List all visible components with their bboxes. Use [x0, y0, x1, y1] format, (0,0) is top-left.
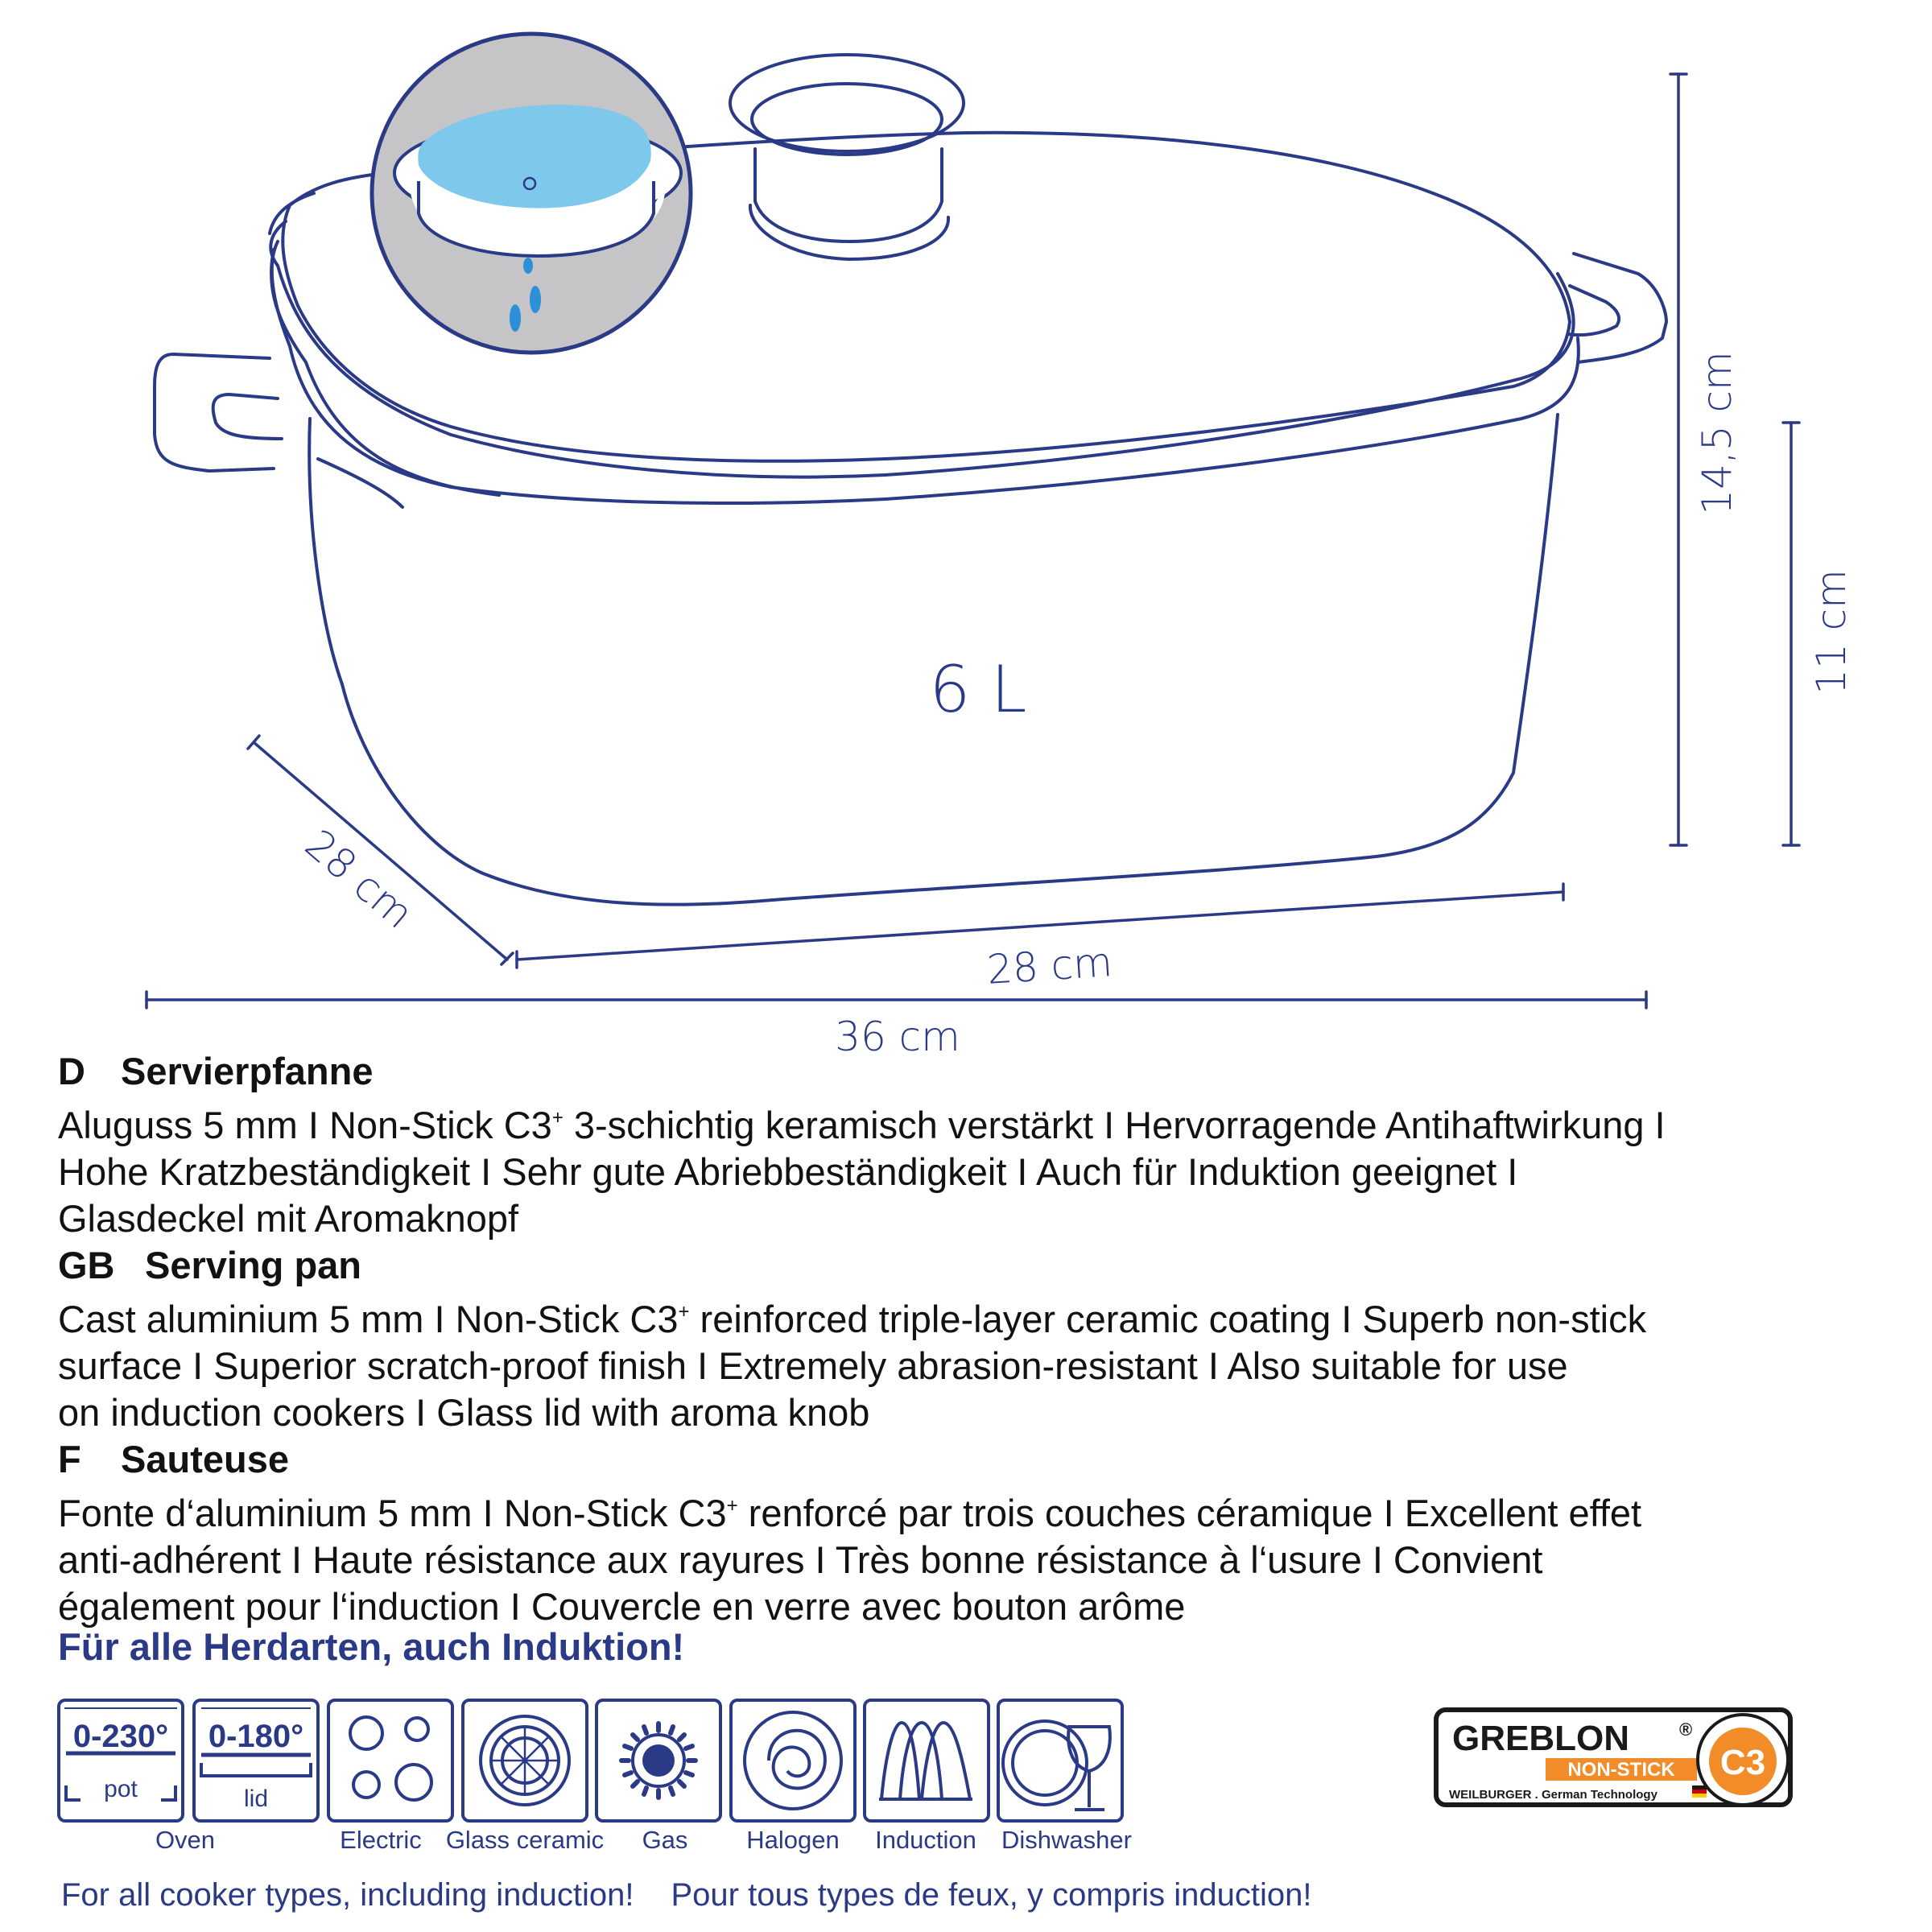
halogen-label: Halogen: [746, 1826, 840, 1854]
gas-label: Gas: [642, 1826, 688, 1854]
german-flag-icon: [1692, 1785, 1707, 1798]
greblon-grade: C3: [1720, 1743, 1765, 1782]
dim-height-body: 11 cm: [1808, 569, 1855, 695]
section-fr-line-2: anti-adhérent I Haute résistance aux ray…: [58, 1538, 1543, 1581]
oven-label: Oven: [155, 1826, 216, 1854]
capacity-label: 6 L: [930, 652, 1027, 727]
left-handle: [153, 353, 275, 473]
footer-en: For all cooker types, including inductio…: [61, 1877, 634, 1913]
dishwasher-label: Dishwasher: [1001, 1826, 1132, 1854]
product-description: D Servierpfanne Aluguss 5 mm I Non-Stick …: [58, 1048, 1901, 1630]
greblon-nonstick: NON-STICK: [1567, 1759, 1675, 1781]
section-de-line-1: Aluguss 5 mm I Non-Stick C3+ 3-schichtig…: [58, 1104, 1666, 1146]
pan-body: [308, 413, 1559, 906]
aroma-detail-magnifier: [369, 31, 693, 355]
section-code: F: [58, 1438, 81, 1480]
footer-multilingual: For all cooker types, including inductio…: [61, 1877, 1311, 1913]
dim-width-body: 28 cm: [985, 939, 1113, 993]
section-fr-line-3: également pour l‘induction I Couvercle e…: [58, 1585, 1186, 1628]
greblon-brand: GREBLON: [1452, 1719, 1629, 1758]
oven-pot-label: pot: [104, 1776, 138, 1802]
lid-rim: [270, 240, 1580, 505]
pan-illustration: 6 L 14,5 cm 11 cm 28 cm 28 cm 36 cm: [145, 31, 1855, 1060]
dim-width-total: 36 cm: [835, 1013, 960, 1060]
section-gb-line-2: surface I Superior scratch-proof finish …: [58, 1344, 1568, 1387]
induction-hob-icon: [863, 1699, 990, 1823]
section-de-line-2: Hohe Kratzbeständigkeit I Sehr gute Abri…: [58, 1150, 1518, 1193]
oven-lid-label: lid: [244, 1785, 268, 1812]
dim-depth: 28 cm: [296, 820, 422, 937]
section-de-line-3: Glasdeckel mit Aromaknopf: [58, 1197, 519, 1240]
section-de-heading: D Servierpfanne: [58, 1048, 1901, 1095]
glass-ceramic-hob-icon: [461, 1699, 588, 1823]
section-title: Serving pan: [145, 1244, 362, 1286]
oven-lid-temp: 0-180°: [208, 1719, 303, 1754]
cooker-types-title: Für alle Herdarten, auch Induktion!: [58, 1625, 685, 1668]
glass-ceramic-label: Glass ceramic: [445, 1826, 605, 1854]
oven-pot-temp: 0-230°: [73, 1719, 168, 1754]
right-handle: [1572, 252, 1668, 364]
section-fr-line-1: Fonte d‘aluminium 5 mm I Non-Stick C3+ r…: [58, 1492, 1642, 1534]
section-gb-line-3: on induction cookers I Glass lid with ar…: [58, 1391, 870, 1434]
dishwasher-safe-icon: [997, 1699, 1124, 1823]
dimension-lines: [145, 72, 1801, 1009]
lid-top: [281, 130, 1571, 463]
gas-burner-icon: [595, 1699, 722, 1823]
cooker-icons-row: 0-230° pot 0-180° lid: [57, 1699, 1124, 1823]
water-drop-icon: [510, 258, 541, 332]
greblon-maker: WEILBURGER . German Technology: [1449, 1788, 1658, 1802]
footer-fr: Pour tous types de feux, y compris induc…: [671, 1877, 1312, 1913]
electric-label: Electric: [340, 1826, 422, 1854]
oven-lid-icon: 0-180° lid: [192, 1699, 320, 1823]
halogen-hob-icon: [729, 1699, 857, 1823]
section-gb-heading: GB Serving pan: [58, 1242, 1901, 1289]
section-fr-heading: F Sauteuse: [58, 1436, 1901, 1483]
section-code: D: [58, 1050, 85, 1092]
electric-hob-icon: [327, 1699, 454, 1823]
oven-pot-icon: 0-230° pot: [57, 1699, 184, 1823]
aroma-knob: [729, 53, 965, 261]
greblon-c3-logo: GREBLON ® NON-STICK WEILBURGER . German …: [1434, 1707, 1793, 1807]
section-code: GB: [58, 1244, 115, 1286]
section-title: Servierpfanne: [121, 1050, 374, 1092]
section-title: Sauteuse: [121, 1438, 289, 1480]
greblon-registered: ®: [1679, 1719, 1692, 1740]
section-gb-line-1: Cast aluminium 5 mm I Non-Stick C3+ rein…: [58, 1298, 1647, 1340]
induction-label: Induction: [875, 1826, 976, 1854]
dim-height-total: 14,5 cm: [1694, 351, 1740, 514]
